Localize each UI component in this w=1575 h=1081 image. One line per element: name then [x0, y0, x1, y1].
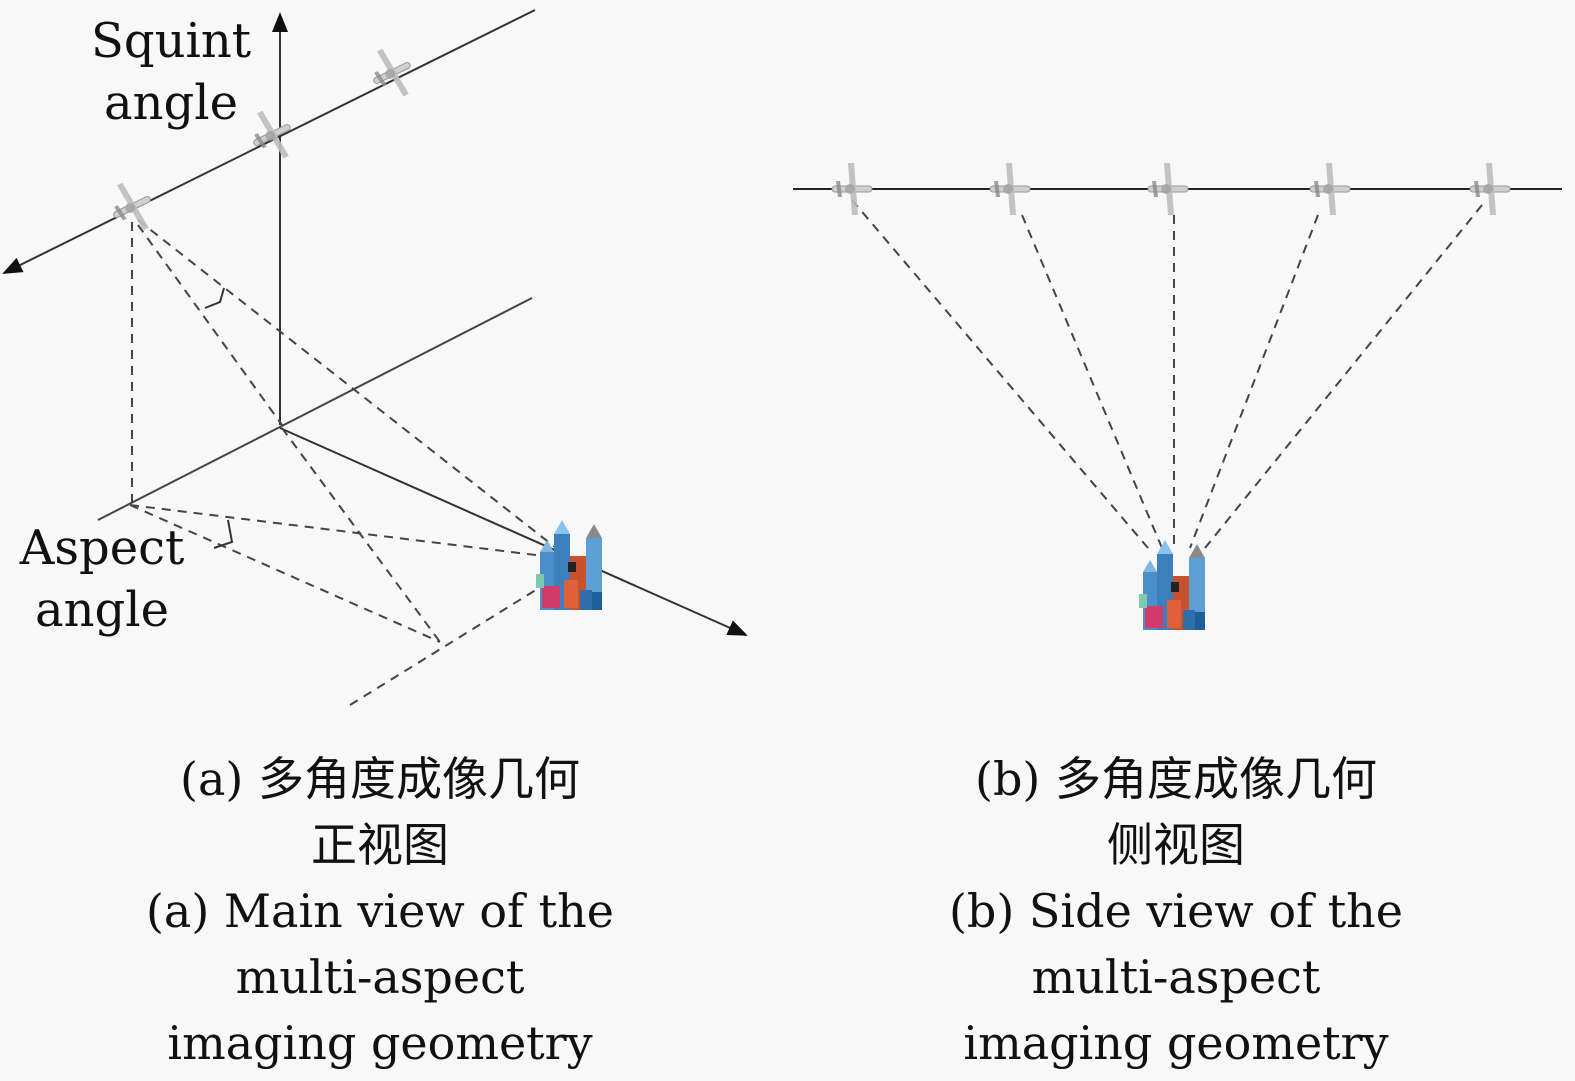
- squint-angle-label: Squint angle: [88, 10, 254, 134]
- aspect-angle-arc: [213, 519, 234, 549]
- caption-b-en-line3: imaging geometry: [963, 1016, 1389, 1070]
- caption-b-en-line1: (b) Side view of the: [948, 884, 1404, 938]
- caption-b-cn-line1: (b) 多角度成像几何: [975, 752, 1377, 806]
- aircraft-icon: [1469, 162, 1511, 216]
- caption-b-cn-line2: 侧视图: [1107, 818, 1245, 872]
- flight-path-line: [2, 9, 536, 274]
- aircraft-icon: [831, 162, 873, 216]
- city-buildings-icon: [536, 520, 602, 610]
- ground-track-line: [97, 297, 533, 521]
- aspect-label-line2: angle: [34, 582, 169, 638]
- caption-a-en-line2: multi-aspect: [235, 950, 525, 1004]
- caption-a-cn-line2: 正视图: [311, 818, 449, 872]
- dashed-lines: [129, 219, 566, 706]
- range-axis: [279, 427, 748, 636]
- panel-a-diagram: [2, 9, 748, 706]
- aspect-angle-label: Aspect angle: [16, 517, 188, 641]
- aircraft-icon: [1147, 162, 1189, 216]
- caption-b-en-line2: multi-aspect: [1031, 950, 1321, 1004]
- aircraft-icon: [1309, 162, 1351, 216]
- aircraft-icon: [362, 40, 422, 106]
- squint-angle-arc: [204, 287, 225, 309]
- caption-b: (b) 多角度成像几何 侧视图 (b) Side view of the mul…: [876, 746, 1476, 1076]
- city-buildings-icon: [1139, 540, 1205, 630]
- caption-a-cn-line1: (a) 多角度成像几何: [180, 752, 580, 806]
- caption-a-en-line1: (a) Main view of the: [145, 884, 615, 938]
- caption-a-en-line3: imaging geometry: [167, 1016, 593, 1070]
- squint-label-line2: angle: [103, 75, 238, 131]
- squint-label-line1: Squint: [90, 13, 252, 69]
- panel-b-diagram: [793, 162, 1562, 630]
- caption-a: (a) 多角度成像几何 正视图 (a) Main view of the mul…: [80, 746, 680, 1076]
- aspect-label-line1: Aspect: [19, 520, 185, 576]
- aircraft-icon: [989, 162, 1031, 216]
- dashed-lines: [851, 199, 1483, 549]
